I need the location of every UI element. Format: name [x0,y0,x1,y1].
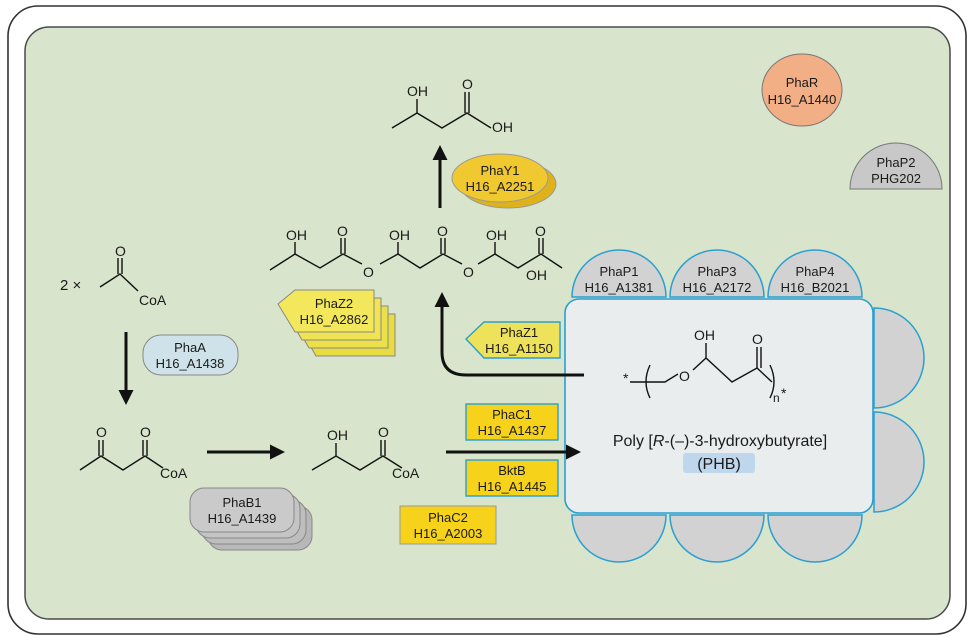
phaa-name: PhaA [174,340,206,355]
trimer-co-1: O [337,223,348,239]
phac1-name: PhaC1 [492,407,532,422]
phac1-locus: H16_A1437 [478,423,547,438]
phay1-front [451,153,549,203]
hb-coa-coa: CoA [392,465,420,481]
phaz2-locus: H16_A2862 [300,312,369,327]
trimer-co-2: O [437,223,448,239]
acetoacetyl-o-2: O [140,424,151,440]
bktb-locus: H16_A1445 [478,479,547,494]
phap4-shape [767,249,863,298]
bracket-right [769,364,775,399]
granule-abbr: (PHB) [697,456,741,473]
phap1-locus: H16_A1381 [585,280,654,295]
trimer-oh-1: OH [286,227,307,243]
arrow-degradation [434,292,584,377]
phaz1-locus: H16_A1150 [485,341,553,356]
phap1-name: PhaP1 [599,264,638,279]
bktb-shape [465,459,559,497]
monomer-o: O [462,76,473,92]
trimer-oh-3: OH [486,227,507,243]
bktb-name: BktB [498,463,525,478]
phap-bottom-2 [669,514,765,563]
phar-locus: H16_A1440 [768,92,837,107]
phap4-locus: H16_B2021 [781,280,850,295]
polymer-n: n [773,391,780,405]
phab1-locus: H16_A1439 [208,511,277,526]
phap-bottom-3 [767,514,863,563]
acetyl-o: O [115,243,126,259]
monomer-oh: OH [407,83,428,99]
phaa-locus: H16_A1438 [156,356,225,371]
phap2-locus: PHG202 [871,171,921,186]
hb-coa-o: O [378,424,389,440]
trimer-ester-o-2: O [463,264,474,280]
phac2-shape [399,505,497,545]
phay1-name: PhaY1 [480,163,519,178]
phar-name: PhaR [786,75,819,90]
two-times: 2 × [60,277,81,294]
polymer-star-right: * [781,385,787,401]
phap-bottom-row [571,514,863,563]
granule-label: Poly [R-(–)-3-hydroxybutyrate] [613,433,827,450]
phap3-name: PhaP3 [697,264,736,279]
phb-highlight [683,453,755,473]
phac2-locus: H16_A2003 [414,526,483,541]
phac2-name: PhaC2 [428,510,468,525]
trimer-ester-o-1: O [363,264,374,280]
phaz1-name: PhaZ1 [500,325,538,340]
acetyl-coa-structure [99,258,139,292]
phaz2-stack [277,289,396,357]
phap3-locus: H16_A2172 [683,280,752,295]
phac1-shape [465,403,559,441]
trimer-oh-2: OH [389,227,410,243]
phay1-locus: H16_A2251 [466,179,535,194]
trimer-co-3: O [535,223,546,239]
acetyl-coa: CoA [139,292,167,308]
phb-polymer-structure [630,343,775,399]
poly-bond-b [692,357,773,383]
phap-bottom-1 [571,514,667,563]
phb-granule [564,298,874,514]
acetoacetyl-coa-structure [79,440,164,471]
phab1-name: PhaB1 [222,495,261,510]
phap-right-upper [873,307,925,409]
polymer-star-left: * [623,370,629,386]
phab1-stack [189,487,313,551]
polymer-carbonyl-o: O [752,331,763,347]
phap1-shape [571,249,667,298]
hydroxybutyryl-coa-structure [311,440,403,471]
monomer-3hb-structure [391,92,492,129]
phaz1-shape [465,321,561,359]
trimer-cooh: OH [526,267,547,283]
phap-right-column [873,307,925,513]
polymer-o: O [679,368,690,384]
monomer-cooh: OH [492,119,513,135]
phaz2-name: PhaZ2 [315,296,353,311]
polymer-oh: OH [694,327,715,343]
trimer-3hb-structure [269,238,563,271]
phar-shape [761,53,843,127]
poly-bond-a [630,373,679,383]
acetoacetyl-o-1: O [96,424,107,440]
phap4-name: PhaP4 [795,264,834,279]
phap3-shape [669,249,765,298]
hb-coa-oh: OH [327,427,348,443]
phap2-name: PhaP2 [876,155,915,170]
phap-top-row [571,249,863,298]
phap-right-lower [873,411,925,513]
phaa-shape [142,334,239,376]
phap2-shape [849,142,943,190]
acetoacetyl-coa: CoA [160,465,188,481]
